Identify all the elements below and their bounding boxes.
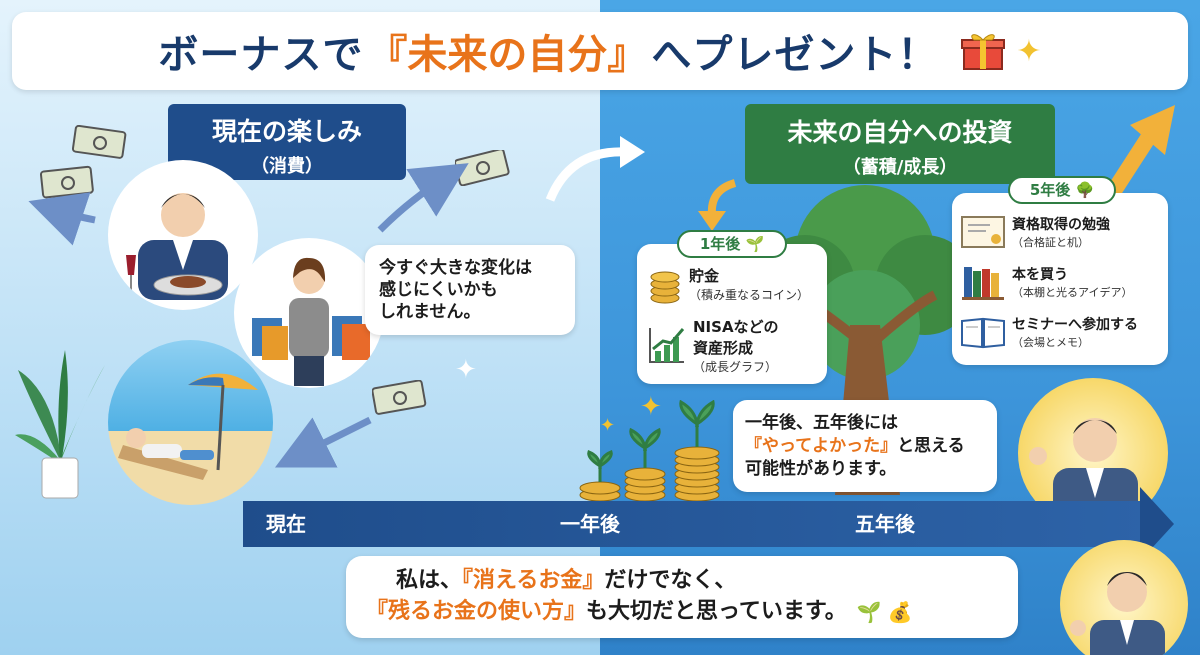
coin-stacks-illustration bbox=[579, 400, 720, 502]
gift-icon bbox=[961, 34, 1006, 70]
title-highlight: 『未来の自分』 bbox=[367, 32, 648, 78]
five-year-item-books: 本を買う （本棚と光るアイデア） bbox=[960, 257, 1160, 307]
title-prefix: ボーナスで bbox=[158, 32, 364, 78]
nisa-sub: （成長グラフ） bbox=[693, 359, 778, 374]
one-year-item-savings: 貯金 （積み重なるコイン） bbox=[647, 256, 817, 312]
left-note-line3: しれません。 bbox=[379, 302, 481, 322]
money-icon bbox=[40, 165, 94, 199]
left-heading: 現在の楽しみ bbox=[211, 117, 362, 146]
five-year-bubble: 資格取得の勉強 （合格証と机） 本を買う （本棚と光るアイデア） セミナーへ参加… bbox=[952, 193, 1168, 365]
books-sub: （本棚と光るアイデア） bbox=[1012, 286, 1133, 299]
businessman-eating-illustration bbox=[126, 193, 228, 300]
five-year-item-study: 資格取得の勉強 （合格証と机） bbox=[960, 207, 1160, 257]
shopping-woman-illustration bbox=[252, 257, 370, 386]
yellow-curved-arrow-icon bbox=[698, 179, 737, 231]
timeline-five-years: 五年後 bbox=[855, 512, 915, 536]
five-year-badge: 5年後 🌳 bbox=[1008, 176, 1116, 204]
dining-scene bbox=[108, 160, 258, 310]
savings-title: 貯金 bbox=[689, 267, 720, 285]
sparkle-icon: ✦ bbox=[640, 392, 662, 422]
right-subheading: （蓄積/成長） bbox=[842, 157, 958, 178]
tree-icon: 🌳 bbox=[1075, 181, 1095, 199]
flow-arrows bbox=[28, 163, 469, 468]
bookshelf-icon bbox=[962, 267, 1004, 300]
one-year-badge: 1年後 🌱 bbox=[677, 230, 787, 258]
title-suffix: へプレゼント！ bbox=[651, 32, 939, 78]
timeline-bar bbox=[243, 501, 1148, 547]
beach-scene bbox=[108, 340, 273, 505]
notebook-icon bbox=[961, 317, 1005, 349]
right-note-line2: 『やってよかった』と思える bbox=[745, 435, 985, 458]
right-heading-tag: 未来の自分への投資 （蓄積/成長） bbox=[745, 104, 1055, 184]
money-icon bbox=[72, 125, 127, 159]
one-year-bubble: 貯金 （積み重なるコイン） NISAなどの 資産形成 （成長グラフ） bbox=[637, 244, 827, 384]
sparkle-icon: ✦ bbox=[1016, 33, 1042, 69]
study-title: 資格取得の勉強 bbox=[1012, 217, 1110, 233]
nisa-title: NISAなどの bbox=[693, 317, 779, 336]
sprout-icon: 🌱 bbox=[745, 235, 765, 253]
title-banner: ボーナスで 『未来の自分』 へプレゼント！ ✦ bbox=[12, 12, 1188, 90]
certificate-icon bbox=[961, 216, 1005, 248]
footer-line2-suffix: も大切だと思っています。 bbox=[586, 599, 847, 624]
sparkle-icon: ✦ bbox=[600, 415, 616, 436]
timeline-one-year: 一年後 bbox=[560, 512, 620, 536]
nisa-title2: 資産形成 bbox=[693, 338, 754, 357]
five-year-badge-label: 5年後 bbox=[1029, 181, 1071, 199]
five-year-item-seminar: セミナーへ参加する （会場とメモ） bbox=[960, 307, 1160, 357]
right-note-suffix: と思える bbox=[897, 436, 965, 456]
presenting-businessman-illustration bbox=[1070, 572, 1165, 655]
left-note-bubble: 今すぐ大きな変化は 感じにくいかも しれません。 bbox=[365, 245, 575, 335]
footer-line1-suffix: だけでなく、 bbox=[604, 568, 737, 593]
shopping-scene bbox=[234, 238, 384, 388]
coin-stack-icon bbox=[650, 271, 680, 304]
right-note-line3: 可能性があります。 bbox=[745, 459, 897, 479]
seminar-title: セミナーへ参加する bbox=[1012, 317, 1138, 333]
beach-relaxing-illustration bbox=[118, 373, 258, 480]
curved-arrow-icon bbox=[545, 136, 645, 202]
left-note-line2: 感じにくいかも bbox=[379, 280, 498, 300]
right-note-highlight: 『やってよかった』 bbox=[745, 436, 898, 456]
presenter-scene bbox=[1060, 540, 1188, 655]
footer-line2-highlight: 『残るお金の使い方』 bbox=[366, 599, 587, 624]
one-year-badge-label: 1年後 bbox=[699, 235, 741, 253]
right-heading: 未来の自分への投資 bbox=[787, 118, 1013, 147]
money-bag-icon: 💰 bbox=[887, 600, 913, 624]
savings-sub: （積み重なるコイン） bbox=[689, 288, 810, 302]
right-note-bubble: 一年後、五年後には 『やってよかった』と思える 可能性があります。 bbox=[733, 400, 997, 492]
sparkle-icon: ✦ bbox=[455, 355, 477, 385]
right-note-line1: 一年後、五年後には bbox=[745, 413, 898, 433]
footer-line2: 『残るお金の使い方』も大切だと思っています。 🌱💰 bbox=[366, 596, 998, 628]
money-icon bbox=[372, 380, 427, 415]
footer-line1-prefix: 私は、 bbox=[396, 568, 463, 593]
footer-line1-highlight: 『消えるお金』 bbox=[462, 568, 605, 593]
footer-bubble: 私は、『消えるお金』だけでなく、 『残るお金の使い方』も大切だと思っています。 🌱… bbox=[346, 556, 1018, 638]
study-sub: （合格証と机） bbox=[1012, 236, 1089, 249]
potted-plant-illustration bbox=[15, 350, 105, 499]
growth-chart-icon bbox=[649, 328, 685, 363]
timeline-now: 現在 bbox=[266, 512, 306, 536]
left-note-line1: 今すぐ大きな変化は bbox=[379, 258, 532, 278]
footer-line1: 私は、『消えるお金』だけでなく、 bbox=[366, 566, 998, 596]
seminar-sub: （会場とメモ） bbox=[1012, 336, 1089, 349]
left-subheading: （消費） bbox=[251, 156, 323, 177]
sprout-icon: 🌱 bbox=[856, 600, 882, 624]
books-title: 本を買う bbox=[1012, 267, 1068, 283]
one-year-item-nisa: NISAなどの 資産形成 （成長グラフ） bbox=[647, 312, 817, 378]
